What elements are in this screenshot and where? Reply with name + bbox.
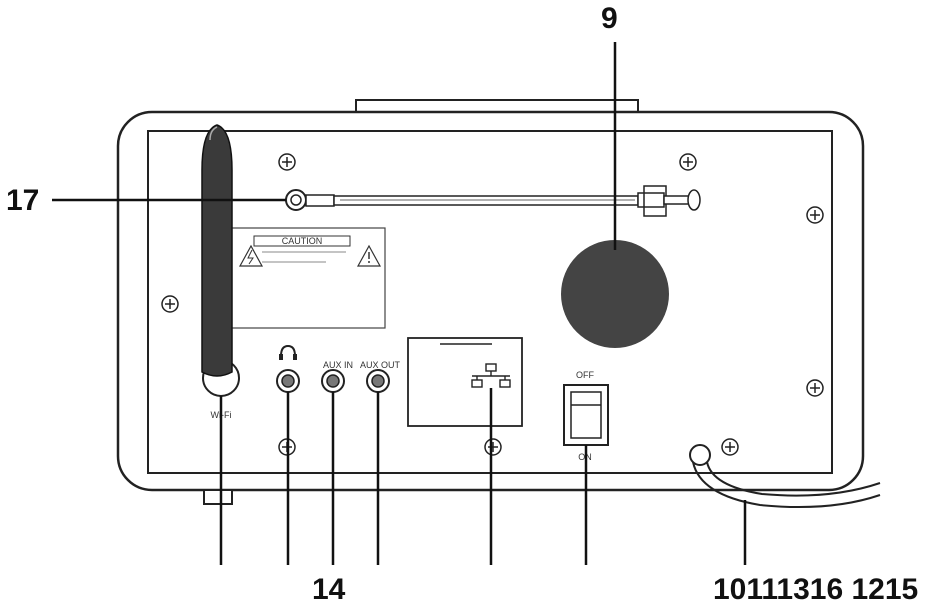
- callout-9: 9: [601, 2, 618, 35]
- screw-icon: [806, 206, 824, 224]
- ethernet-port: [407, 337, 523, 427]
- screw-icon: [484, 438, 502, 456]
- screw-icon: [806, 379, 824, 397]
- aux-out-label: AUX OUT: [360, 360, 401, 370]
- callout-14: 14: [312, 573, 346, 606]
- screw-icon: [679, 153, 697, 171]
- network-icon: [471, 363, 511, 388]
- aux-in-label: AUX IN: [323, 360, 353, 370]
- aux-out-jack: [366, 369, 390, 393]
- headphone-icon: [279, 344, 297, 360]
- screw-icon: [721, 438, 739, 456]
- screw-icon: [161, 295, 179, 313]
- speaker-port: [561, 240, 669, 348]
- power-switch: [563, 384, 609, 446]
- power-cord: [689, 444, 881, 509]
- callout-17: 17: [6, 184, 40, 217]
- aux-in-jack: [321, 369, 345, 393]
- caution-label: CAUTION: [224, 227, 386, 329]
- headphone-jack: [276, 369, 300, 393]
- caution-heading: CAUTION: [282, 236, 323, 246]
- switch-off-label: OFF: [576, 370, 594, 380]
- callout-10111316-1215: 10111316 1215: [713, 573, 919, 606]
- screw-icon: [278, 153, 296, 171]
- wifi-antenna: [201, 124, 240, 397]
- telescopic-antenna: [285, 185, 701, 217]
- foot: [203, 489, 233, 505]
